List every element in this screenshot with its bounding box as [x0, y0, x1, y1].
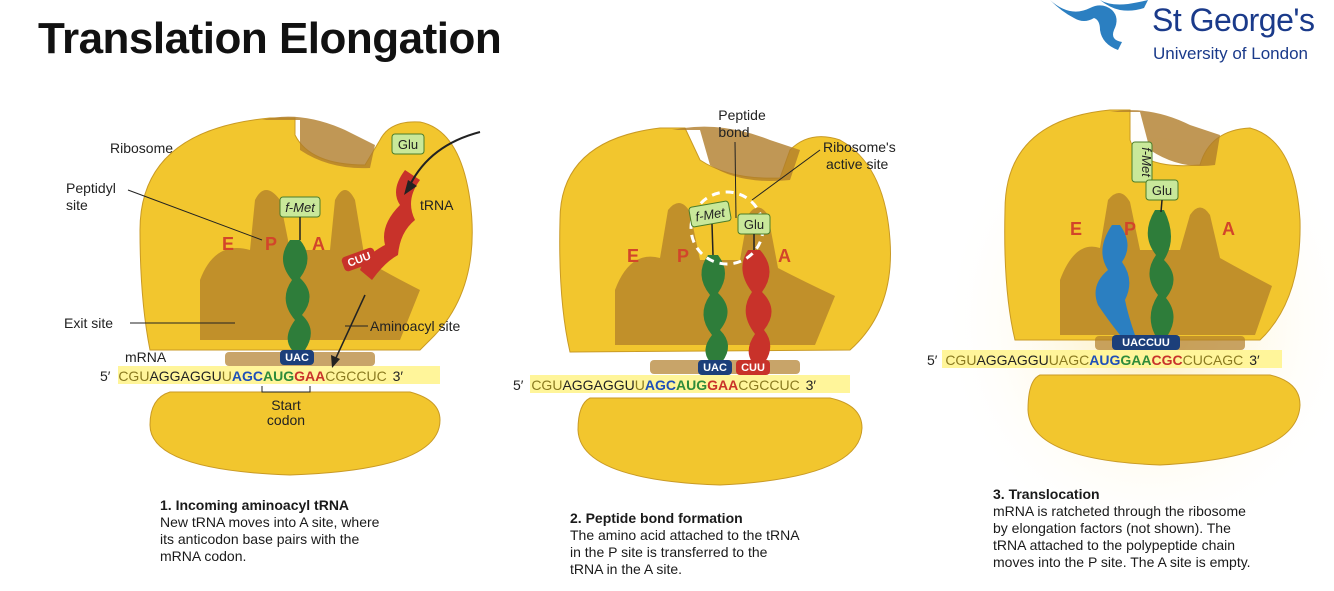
- small-subunit: [1027, 374, 1301, 466]
- fmet-label: f-Met: [285, 200, 316, 215]
- mrna-5-end: 5′: [100, 368, 111, 384]
- a-anticodon: CUU: [741, 362, 765, 374]
- caption-1-line-3: mRNA codon.: [160, 548, 247, 564]
- panel-1-diagram: f-Met Glu UAC CUU E P A Ribosome Peptidy…: [64, 116, 481, 476]
- seq-seg-2: AGGAGGU: [149, 368, 221, 384]
- seq-seg-1: CGU: [945, 352, 976, 368]
- seq-seg-1: CGU: [118, 368, 149, 384]
- seq-seg-3: U: [222, 368, 232, 384]
- p-site-trna: [1147, 210, 1174, 335]
- seq-seg-4: AGC: [645, 377, 676, 393]
- caption-2: 2. Peptide bond formation The amino acid…: [570, 510, 800, 578]
- glu-tag: [391, 133, 425, 155]
- seq-seg-7: CUCAGC: [1183, 352, 1244, 368]
- mrna-5-end: 5′: [927, 352, 938, 368]
- mrna-sequence-3: 5′ CGUAGGAGGUUAGCAUGGAACGCCUCAGC 3′: [927, 352, 1260, 368]
- caption-1-line-2: its anticodon base pairs with the: [160, 531, 360, 547]
- caption-3-line-4: moves into the P site. The A site is emp…: [993, 554, 1251, 570]
- seq-seg-2: AGGAGGU: [562, 377, 634, 393]
- peptide-bond-label-1: Peptide: [718, 107, 766, 123]
- p-anticodon: UAC: [285, 352, 309, 364]
- p-site-label: P: [1124, 219, 1136, 239]
- mrna-5-end: 5′: [513, 377, 524, 393]
- incoming-trna: [360, 170, 420, 280]
- mrna-3-end: 3′: [393, 368, 404, 384]
- caption-3-heading: 3. Translocation: [993, 486, 1100, 502]
- fmet-label: f-Met: [1139, 147, 1154, 178]
- a-site-label: A: [1222, 219, 1235, 239]
- trna-label: tRNA: [420, 197, 454, 213]
- mrna-3-end: 3′: [806, 377, 817, 393]
- start-codon-label-2: codon: [267, 412, 305, 428]
- seq-seg-1: CGU: [531, 377, 562, 393]
- seq-seg-2: AGGAGGU: [976, 352, 1048, 368]
- panel-3-diagram: f-Met Glu UACCUU E P A 5′ CGUAGGAGGUUAGC…: [927, 90, 1334, 550]
- caption-2-line-1: The amino acid attached to the tRNA: [570, 527, 800, 543]
- caption-3-line-2: by elongation factors (not shown). The: [993, 520, 1231, 536]
- a-site-label: A: [778, 246, 791, 266]
- university-logo: [1040, 0, 1334, 72]
- ribosome-label: Ribosome: [110, 140, 173, 156]
- seq-seg-3: U: [635, 377, 645, 393]
- seq-seg-5: GAA: [1120, 352, 1151, 368]
- a-site-trna: [742, 250, 772, 362]
- start-codon-label-1: Start: [271, 397, 301, 413]
- seq-seg-7: CGCCUC: [738, 377, 799, 393]
- p-site-label: P: [265, 234, 277, 254]
- caption-1-heading: 1. Incoming aminoacyl tRNA: [160, 497, 350, 513]
- p-site-trna: [282, 240, 311, 350]
- caption-1: 1. Incoming aminoacyl tRNA New tRNA move…: [160, 497, 379, 565]
- page-title: Translation Elongation: [38, 14, 502, 63]
- seq-seg-3: UAGC: [1049, 352, 1089, 368]
- e-site-label: E: [627, 246, 639, 266]
- seq-seg-5: AUG: [676, 377, 707, 393]
- caption-3-line-1: mRNA is ratcheted through the ribosome: [993, 503, 1246, 519]
- aminoacyl-site-label: Aminoacyl site: [370, 318, 460, 334]
- glu-label: Glu: [398, 137, 418, 152]
- glu-label: Glu: [1152, 183, 1172, 198]
- dragon-emblem-icon: [1050, 0, 1148, 50]
- logo-subtitle: University of London: [1153, 44, 1308, 63]
- a-site-label: A: [312, 234, 325, 254]
- exit-site-label: Exit site: [64, 315, 113, 331]
- glu-label: Glu: [744, 217, 764, 232]
- mrna-sequence-2: 5′ CGUAGGAGGUUAGCAUGGAACGCCUC 3′: [513, 377, 816, 393]
- p-site-label: P: [677, 246, 689, 266]
- exit-trna: [1095, 225, 1135, 335]
- caption-3-line-3: tRNA attached to the polypeptide chain: [993, 537, 1236, 553]
- caption-3: 3. Translocation mRNA is ratcheted throu…: [993, 486, 1251, 571]
- seq-seg-7: CGCCUC: [325, 368, 386, 384]
- peptidyl-label-2: site: [66, 197, 88, 213]
- caption-1-line-1: New tRNA moves into A site, where: [160, 514, 380, 530]
- p-anticodon: UAC: [703, 362, 727, 374]
- mrna-label: mRNA: [125, 349, 167, 365]
- active-site-label-2: active site: [826, 156, 888, 172]
- mrna-sequence-1: 5′ CGUAGGAGGUUAGCAUGGAACGCCUC 3′: [100, 368, 403, 384]
- active-site-label-1: Ribosome's: [823, 139, 896, 155]
- e-site-label: E: [1070, 219, 1082, 239]
- peptidyl-label-1: Peptidyl: [66, 180, 116, 196]
- seq-seg-4: AGC: [232, 368, 263, 384]
- caption-2-heading: 2. Peptide bond formation: [570, 510, 743, 526]
- seq-seg-5: AUG: [263, 368, 294, 384]
- e-site-label: E: [222, 234, 234, 254]
- panel-2-diagram: f-Met Glu UAC CUU E P A Peptide bond Rib…: [513, 107, 896, 486]
- caption-2-line-2: in the P site is transferred to the: [570, 544, 768, 560]
- small-subunit: [149, 391, 441, 476]
- anticodon-pair: UACCUU: [1122, 337, 1170, 349]
- caption-2-line-3: tRNA in the A site.: [570, 561, 683, 577]
- fmet-label: f-Met: [694, 204, 727, 224]
- p-site-trna: [701, 255, 729, 362]
- peptide-bond-label-2: bond: [718, 124, 749, 140]
- small-subunit: [577, 397, 863, 486]
- seq-seg-4: AUG: [1089, 352, 1120, 368]
- logo-name: St George's: [1152, 2, 1315, 38]
- seq-seg-6: GAA: [707, 377, 738, 393]
- mrna-3-end: 3′: [1249, 352, 1260, 368]
- seq-seg-6: GAA: [294, 368, 325, 384]
- seq-seg-6: CGC: [1152, 352, 1183, 368]
